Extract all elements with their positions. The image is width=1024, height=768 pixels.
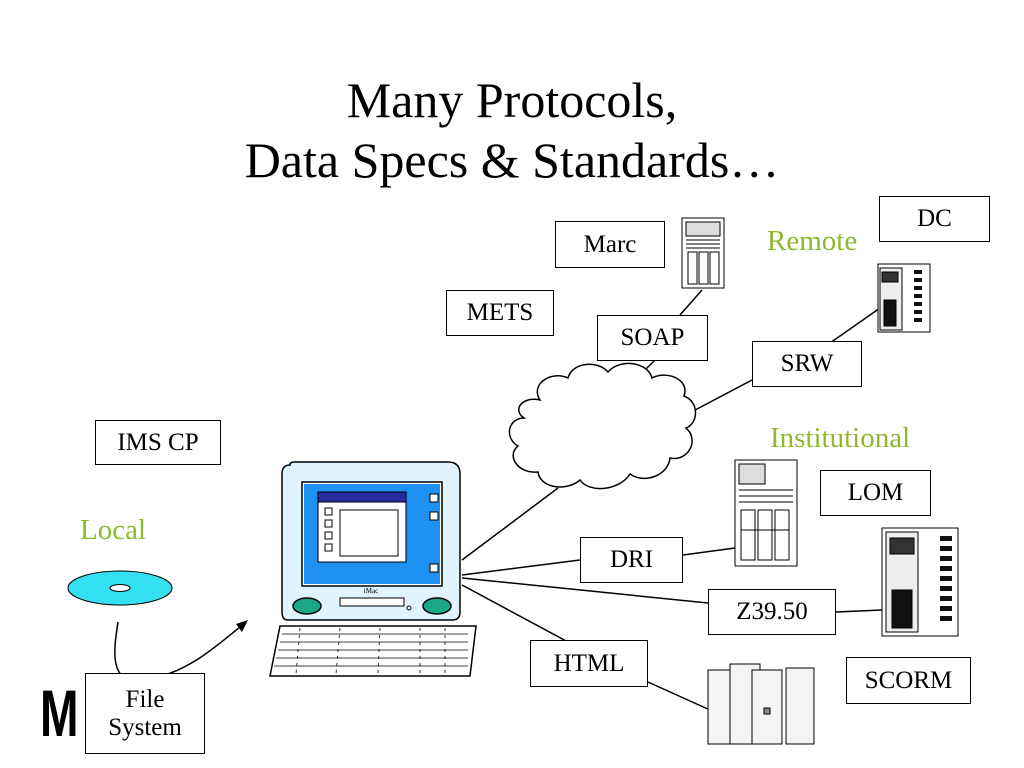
curved-arrow-icon xyxy=(114,621,245,682)
html-box: HTML xyxy=(530,640,648,687)
remote-server-icon xyxy=(877,263,931,333)
link-computer-html xyxy=(461,584,569,643)
institutional-server-icon xyxy=(734,459,798,567)
link-computer-z3950 xyxy=(461,577,709,604)
link-dri-institutional-server xyxy=(682,547,736,556)
title-line-1: Many Protocols, xyxy=(346,72,678,128)
arrowhead-icon xyxy=(236,620,248,632)
slide-title: Many Protocols, Data Specs & Standards… xyxy=(0,70,1024,190)
dc-box: DC xyxy=(879,196,990,242)
imac-computer-icon xyxy=(269,461,477,677)
link-srw-remote-server xyxy=(829,307,881,344)
link-html-scorm-server xyxy=(647,681,711,711)
remote-group-label: Remote xyxy=(767,225,858,257)
lom-box: LOM xyxy=(820,470,931,516)
mets-box: METS xyxy=(446,290,554,336)
file-system-line-2: System xyxy=(108,713,182,741)
link-z3950-lom-server xyxy=(835,609,883,613)
institutional-group-label: Institutional xyxy=(770,422,911,454)
ims-cp-box: IMS CP xyxy=(95,420,221,465)
lom-server-icon xyxy=(881,527,959,637)
dri-box: DRI xyxy=(580,537,683,583)
z3950-box: Z39.50 xyxy=(708,589,836,635)
soap-box: SOAP xyxy=(597,315,708,361)
file-system-line-1: File xyxy=(125,685,165,713)
file-system-box: File System xyxy=(85,673,205,754)
internet-cloud-icon xyxy=(508,362,697,490)
link-computer-dri xyxy=(461,559,581,576)
marc-server-icon xyxy=(681,217,725,289)
m-logo: M xyxy=(40,676,79,750)
srw-box: SRW xyxy=(752,341,862,387)
link-computer-cloud xyxy=(461,487,559,561)
link-soap-marc-server xyxy=(679,289,703,316)
marc-box: Marc xyxy=(555,221,665,268)
imac-brand-label: iMac xyxy=(364,587,378,595)
scorm-box: SCORM xyxy=(846,657,971,704)
local-group-label: Local xyxy=(80,514,147,546)
cd-disc-icon xyxy=(67,570,173,606)
scorm-server-cluster-icon xyxy=(707,663,815,745)
title-line-2: Data Specs & Standards… xyxy=(244,132,780,188)
